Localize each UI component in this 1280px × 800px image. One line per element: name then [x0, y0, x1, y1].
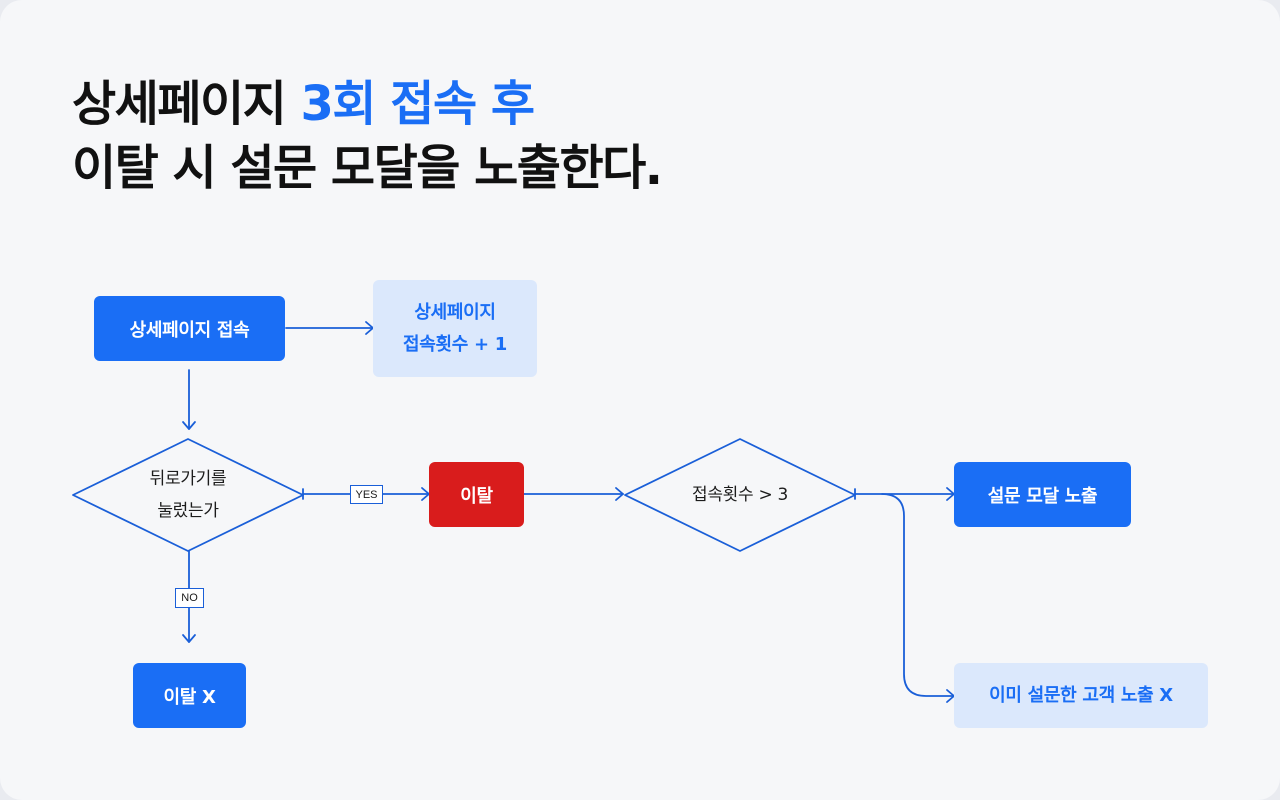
edge-label-yes-text: YES — [355, 488, 378, 501]
edge-label-no-text: NO — [181, 592, 198, 604]
edge-label-no: NO — [175, 588, 204, 608]
title-line1-accent: 3회 접속 후 — [300, 76, 535, 132]
node-already-surveyed: 이미 설문한 고객 노출 X — [954, 663, 1208, 728]
node-no-exit-label: 이탈 X — [163, 686, 216, 708]
node-show-survey-modal: 설문 모달 노출 — [954, 462, 1131, 527]
diamond-count-question-label: 접속횟수 > 3 — [660, 479, 820, 511]
title-line2: 이탈 시 설문 모달을 노출한다. — [72, 140, 663, 196]
node-exit-label: 이탈 — [460, 485, 493, 507]
diamond-back-question-line1: 뒤로가기를 — [149, 469, 227, 489]
edge-label-yes: YES — [350, 485, 383, 504]
title-line1-prefix: 상세페이지 — [72, 76, 287, 132]
diamond-count-question — [624, 438, 856, 552]
node-visit-count-line1: 상세페이지 — [414, 301, 496, 323]
diamond-back-question-label: 뒤로가기를 눌렀는가 — [118, 463, 258, 527]
node-detail-visit: 상세페이지 접속 — [94, 296, 285, 361]
node-no-exit: 이탈 X — [133, 663, 246, 728]
diamond-count-question-line1: 접속횟수 > 3 — [691, 485, 789, 505]
node-show-survey-modal-label: 설문 모달 노출 — [987, 485, 1098, 507]
node-already-surveyed-label: 이미 설문한 고객 노출 X — [989, 684, 1173, 706]
node-exit: 이탈 — [429, 462, 524, 527]
node-visit-count-line2: 접속횟수 + 1 — [403, 333, 507, 355]
diamond-back-question — [72, 438, 304, 552]
node-visit-count: 상세페이지 접속횟수 + 1 — [373, 280, 537, 377]
diamond-back-question-line2: 눌렀는가 — [157, 501, 219, 521]
edge-countq-to-already — [881, 493, 955, 697]
node-detail-visit-label: 상세페이지 접속 — [129, 319, 250, 341]
